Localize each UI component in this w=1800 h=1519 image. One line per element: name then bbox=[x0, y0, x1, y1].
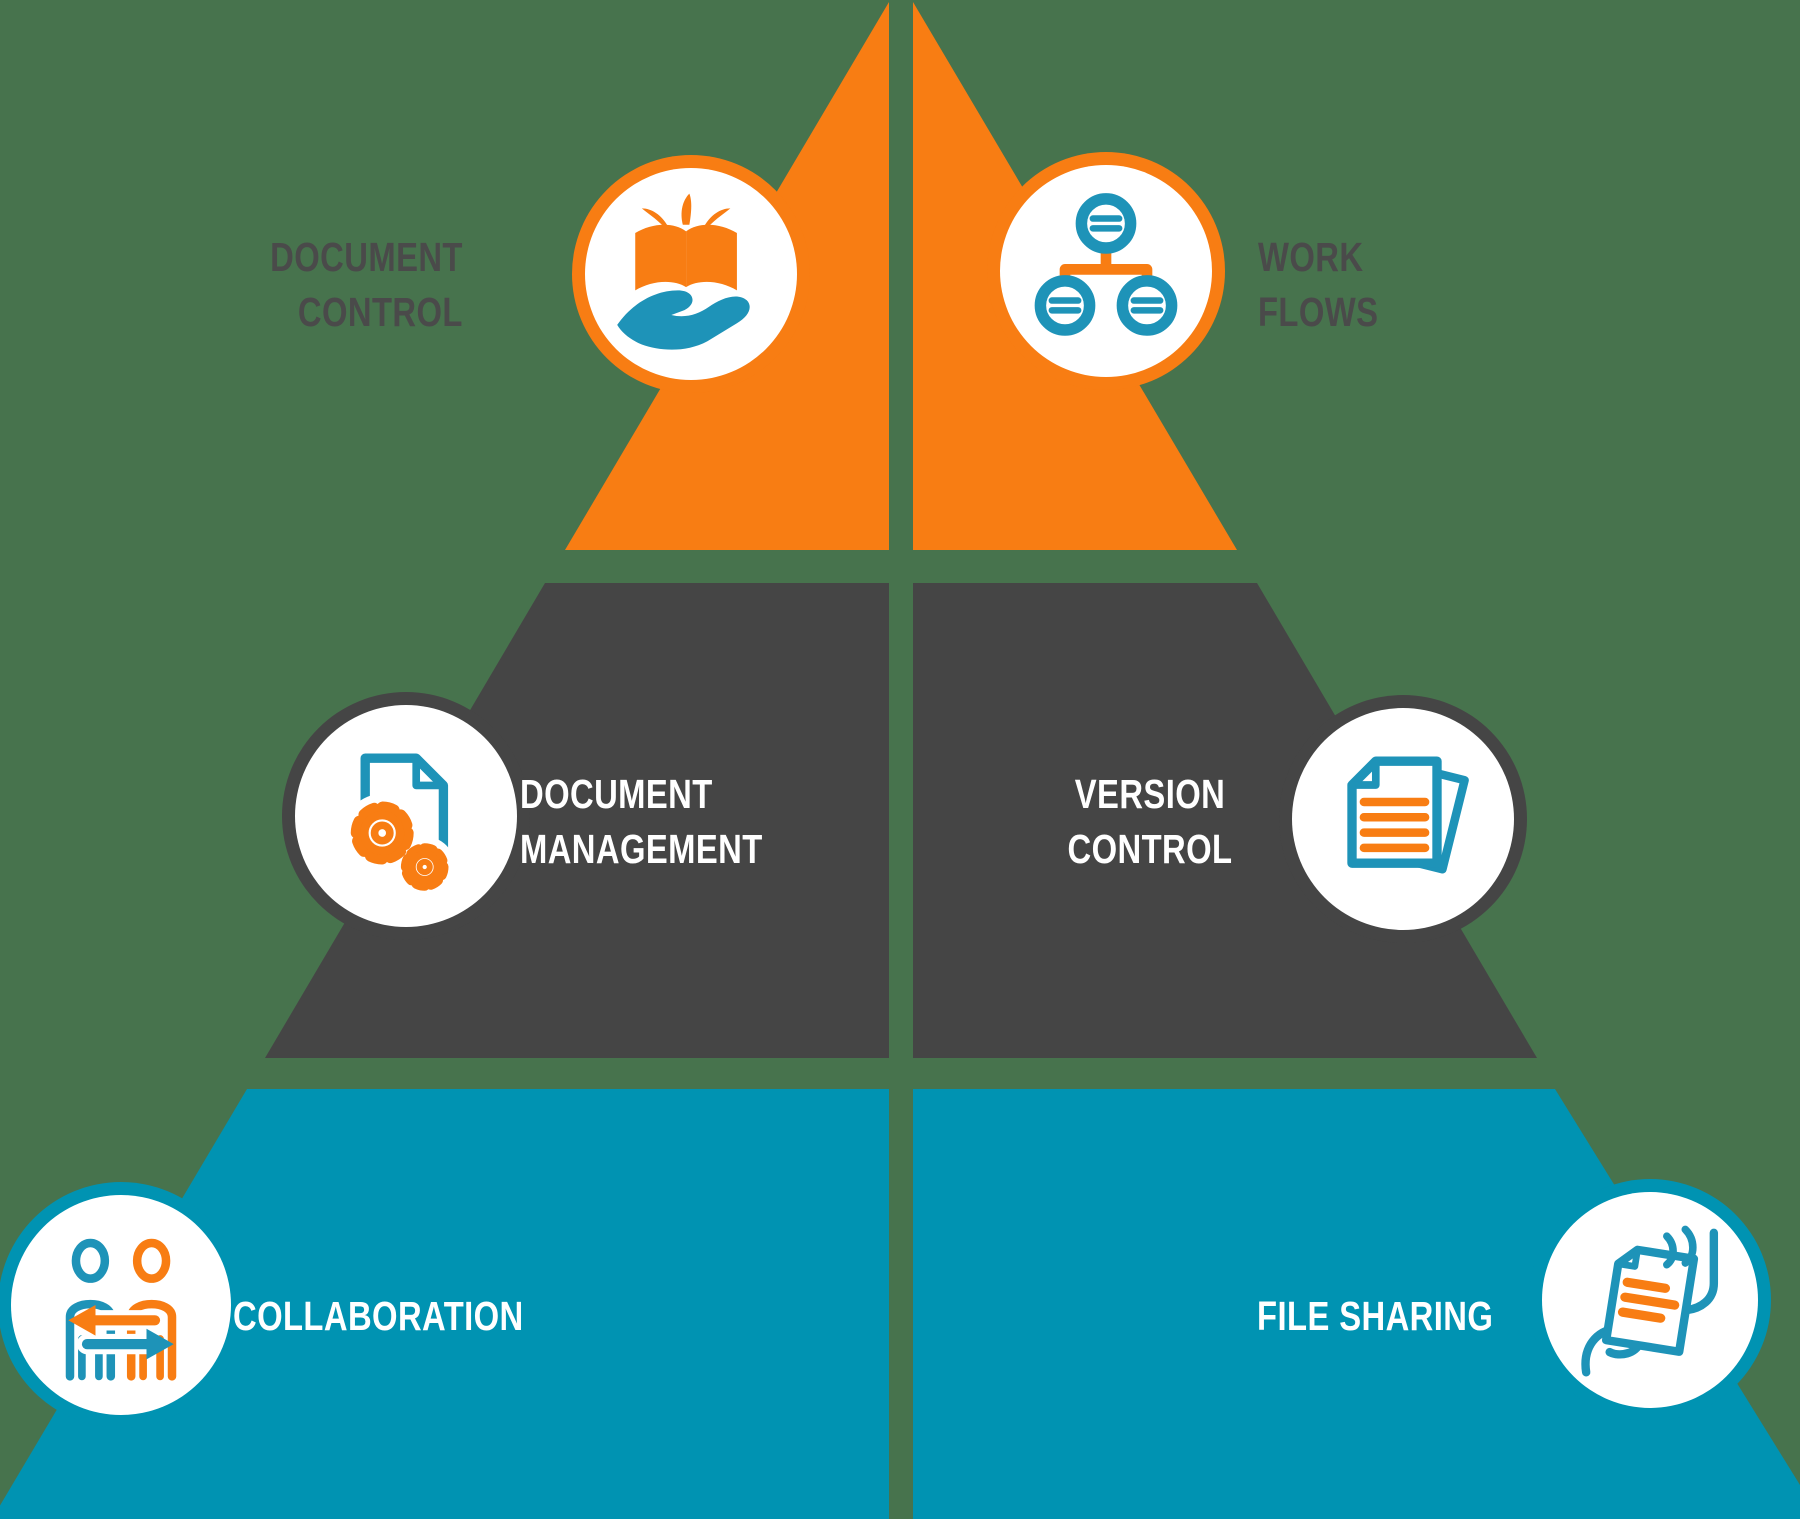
label-line: DOCUMENT bbox=[270, 234, 463, 280]
label-collaboration: COLLABORATION bbox=[233, 1289, 524, 1344]
label-line: WORK bbox=[1258, 234, 1364, 280]
label-line: VERSION bbox=[1074, 771, 1226, 817]
org-chart-icon bbox=[1034, 193, 1178, 336]
label-work-flows: WORK FLOWS bbox=[1258, 230, 1378, 340]
label-line: CONTROL bbox=[1067, 826, 1233, 872]
label-line: COLLABORATION bbox=[233, 1293, 524, 1339]
hands-document-icon bbox=[1581, 1225, 1719, 1377]
tier-bottom-right-shape bbox=[913, 1089, 1800, 1519]
stacked-documents-icon bbox=[1347, 756, 1469, 874]
label-line: FLOWS bbox=[1258, 289, 1379, 335]
tier-middle-left-shape bbox=[265, 583, 889, 1058]
label-file-sharing: FILE SHARING bbox=[1257, 1289, 1493, 1344]
tier-bottom-left-shape bbox=[0, 1089, 889, 1519]
label-document-management: DOCUMENT MANAGEMENT bbox=[520, 767, 763, 877]
people-exchange-icon bbox=[65, 1238, 177, 1381]
document-gears-icon bbox=[343, 753, 456, 898]
collaboration-circle bbox=[11, 1195, 231, 1415]
label-version-control: VERSION CONTROL bbox=[990, 767, 1310, 877]
label-line: FILE SHARING bbox=[1256, 1293, 1493, 1339]
book-in-hand-icon bbox=[617, 193, 750, 350]
label-line: MANAGEMENT bbox=[520, 826, 763, 872]
label-line: DOCUMENT bbox=[520, 771, 713, 817]
label-line: CONTROL bbox=[298, 289, 463, 335]
label-document-control: DOCUMENT CONTROL bbox=[270, 230, 463, 340]
